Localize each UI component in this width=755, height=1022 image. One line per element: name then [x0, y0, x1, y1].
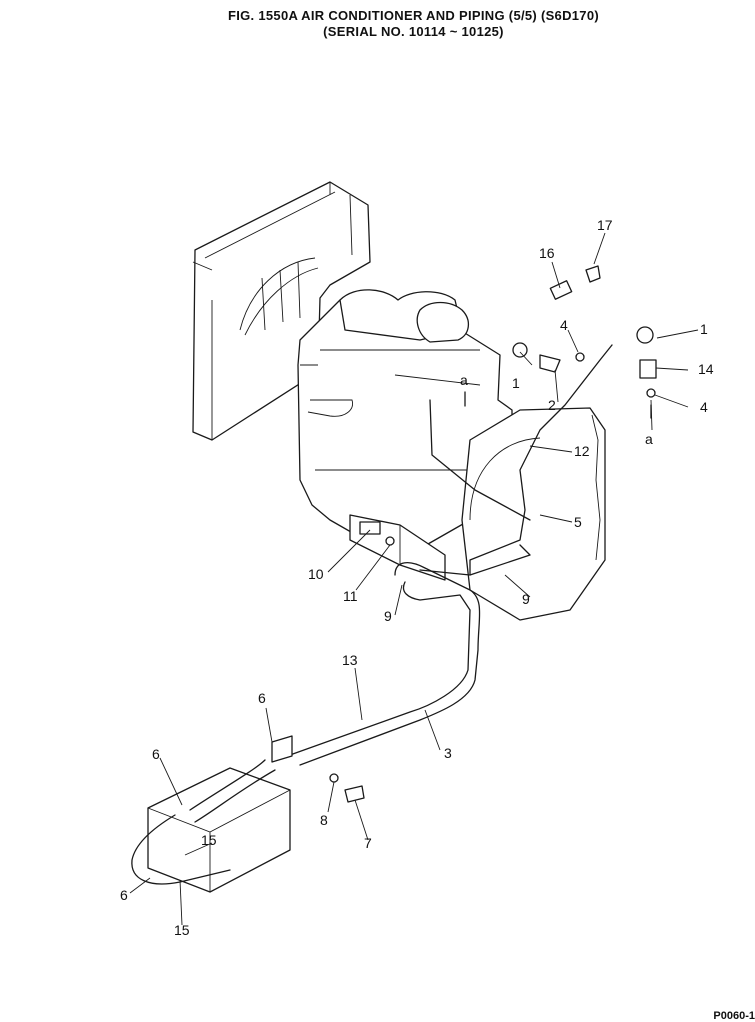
engine-piping [289, 344, 613, 766]
callout-4: 4 [560, 317, 568, 333]
callout-1: 1 [700, 321, 708, 337]
callout-15: 15 [201, 832, 217, 848]
drawing-code: P0060-1 [713, 1010, 755, 1022]
hardware-parts [329, 265, 657, 803]
callout-8: 8 [320, 812, 328, 828]
callout-14: 14 [698, 361, 714, 377]
serial-number-range: (SERIAL NO. 10114 ~ 10125) [323, 24, 504, 39]
callout-9: 9 [384, 608, 392, 624]
callout-2: 2 [548, 397, 556, 413]
callout-9: 9 [522, 591, 530, 607]
callout-4: 4 [700, 399, 708, 415]
callout-7: 7 [364, 835, 372, 851]
callout-13: 13 [342, 652, 358, 668]
callout-6: 6 [120, 887, 128, 903]
reference-a: a [645, 431, 653, 447]
flywheel-housing [461, 407, 606, 621]
callout-17: 17 [597, 217, 613, 233]
radiator-shroud [192, 181, 371, 441]
leader-lines [129, 232, 699, 926]
condenser-unit [131, 735, 293, 893]
callout-10: 10 [308, 566, 324, 582]
callout-11: 11 [343, 588, 358, 604]
callout-16: 16 [539, 245, 555, 261]
callout-6: 6 [258, 690, 266, 706]
callout-5: 5 [574, 514, 582, 530]
callout-labels: 17 16 1 1 4 4 2 14 12 5 9 9 11 10 13 3 6… [120, 217, 714, 938]
callout-1: 1 [512, 375, 520, 391]
callout-3: 3 [444, 745, 452, 761]
reference-a: a [460, 372, 468, 388]
callout-15: 15 [174, 922, 190, 938]
callout-6: 6 [152, 746, 160, 762]
figure-title: FIG. 1550A AIR CONDITIONER AND PIPING (5… [227, 8, 599, 23]
callout-12: 12 [574, 443, 590, 459]
